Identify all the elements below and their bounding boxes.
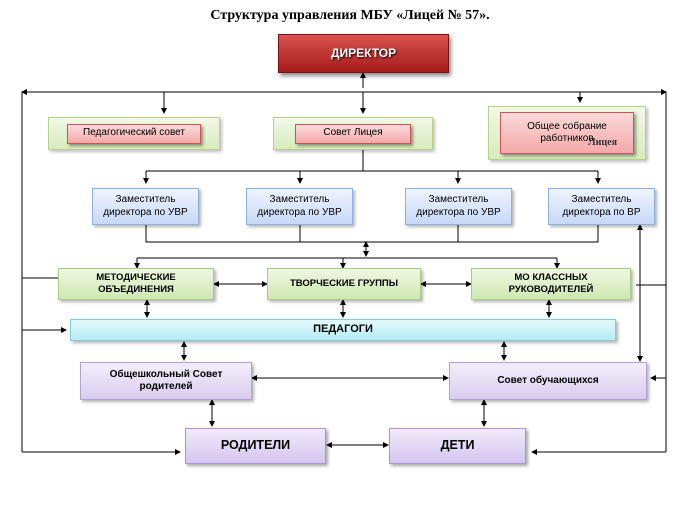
general-meeting-box: Общее собрание работников Лицея [500, 112, 634, 154]
director-box: ДИРЕКТОР [278, 34, 449, 73]
parents-label: РОДИТЕЛИ [220, 438, 291, 453]
pedagogical-council-label: Педагогический совет [83, 127, 185, 139]
deputy-label-2: Заместитель директора по УВР [257, 194, 342, 218]
deputy-label-1: Заместитель директора по УВР [103, 194, 188, 218]
general-meeting-label: Общее собрание работников [527, 120, 607, 145]
class-teachers-box: МО КЛАССНЫХ РУКОВОДИТЕЛЕЙ [471, 268, 631, 300]
children-label: ДЕТИ [440, 438, 475, 453]
parent-council-box: Общешкольный Совет родителей [80, 362, 252, 400]
lyceum-council-label: Совет Лицея [323, 127, 383, 139]
lyceum-council-box: Совет Лицея [295, 123, 411, 144]
general-meeting-suffix: Лицея [588, 136, 617, 148]
creative-groups-box: ТВОРЧЕСКИЕ ГРУППЫ [267, 268, 421, 300]
creative-groups-label: ТВОРЧЕСКИЕ ГРУППЫ [289, 278, 399, 290]
parent-council-label: Общешкольный Совет родителей [109, 368, 223, 393]
director-label: ДИРЕКТОР [330, 46, 397, 60]
methodical-associations-label: МЕТОДИЧЕСКИЕ ОБЪЕДИНЕНИЯ [96, 272, 176, 295]
deputy-box-4: Заместитель директора по ВР [548, 188, 655, 225]
deputy-box-2: Заместитель директора по УВР [246, 188, 353, 225]
page-title: Структура управления МБУ «Лицей № 57». [210, 8, 490, 23]
pedagogical-council-box: Педагогический совет [67, 123, 201, 144]
deputy-label-4: Заместитель директора по ВР [562, 194, 641, 218]
lyceum-council-container: Совет Лицея [273, 117, 433, 150]
deputy-box-1: Заместитель директора по УВР [92, 188, 199, 225]
methodical-associations-box: МЕТОДИЧЕСКИЕ ОБЪЕДИНЕНИЯ [58, 268, 214, 300]
deputy-label-3: Заместитель директора по УВР [416, 194, 501, 218]
student-council-label: Совет обучающихся [497, 374, 599, 386]
pedagogical-council-container: Педагогический совет [48, 117, 220, 150]
teachers-label: ПЕДАГОГИ [313, 323, 373, 336]
children-box: ДЕТИ [389, 428, 526, 464]
parents-box: РОДИТЕЛИ [185, 428, 326, 464]
general-meeting-container: Общее собрание работников Лицея [488, 106, 646, 160]
class-teachers-label: МО КЛАССНЫХ РУКОВОДИТЕЛЕЙ [508, 272, 594, 295]
deputy-box-3: Заместитель директора по УВР [405, 188, 512, 225]
student-council-box: Совет обучающихся [449, 362, 647, 400]
teachers-box: ПЕДАГОГИ [70, 319, 616, 341]
